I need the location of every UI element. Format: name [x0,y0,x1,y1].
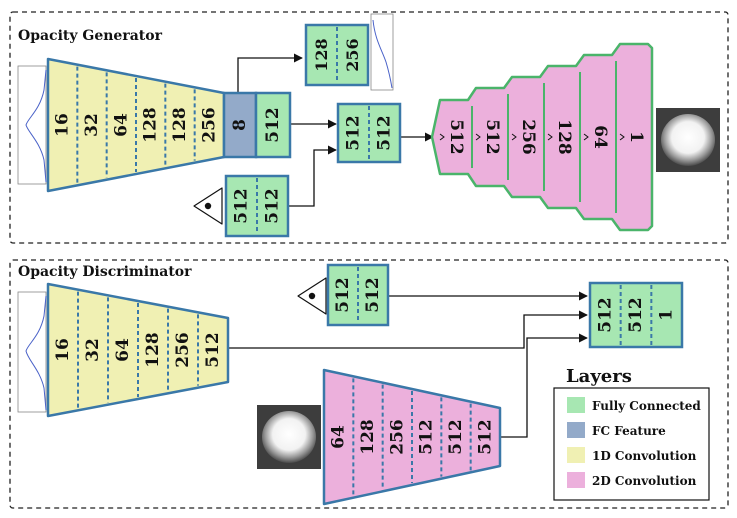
layer-blocks: 16 32 64 128 128 256 8 512 128 256 512 512 512 512 512… [46,23,684,506]
generator-conv2d-decoder-label: 64 [590,125,610,149]
decoder-flow-marker [475,133,481,141]
generator-conv1d-encoder-label: 16 [53,113,73,137]
legend-label-1d-convolution: 1D Convolution [592,449,697,463]
generator-fc-merge-label: 512 [344,115,364,151]
generator-fc-view-label: 512 [232,188,252,224]
legend-swatch-fully-connected [567,397,585,413]
generator-fc-feature-label: 8 [230,119,250,131]
opacity-curve-thumbnail [17,291,47,413]
legend-swatch-fc-feature [567,422,585,438]
generator-fc-after-feature [254,91,292,159]
generator-panel [9,11,729,244]
legend-swatch-2d-convolution [567,472,585,488]
discriminator-conv1d-encoder [46,282,230,418]
discriminator-conv2d-encoder-label: 128 [358,419,378,455]
generator-conv2d-decoder-label: 256 [518,119,538,155]
arrow-conv2d-to-output [500,333,588,438]
decoder-flow-marker [439,133,445,141]
opacity-map-image [656,108,720,172]
discriminator-conv2d-encoder-label: 512 [475,419,495,455]
legend-label-fc-feature: FC Feature [592,424,666,438]
discriminator-conv1d-encoder-label: 128 [143,332,163,368]
generator-conv1d-encoder-label: 256 [199,107,219,143]
arrow-feature-to-branch [237,53,303,92]
discriminator-fc-output [588,281,684,349]
discriminator-conv1d-encoder-label: 64 [113,338,133,362]
legend-label-fully-connected: Fully Connected [592,399,701,413]
generator-conv2d-decoder-label: 1 [626,131,646,143]
discriminator-conv2d-encoder-label: 512 [417,419,437,455]
generator-fc-view-label: 512 [263,188,283,224]
arrow-view-to-merge [288,145,337,207]
discriminator-conv1d-encoder-label: 256 [173,332,193,368]
decoder-flow-marker [511,133,517,141]
discriminator-fc-output-label: 512 [595,297,615,333]
discriminator-conv1d-encoder-label: 512 [203,332,223,368]
discriminator-fc-output-label: 512 [626,297,646,333]
generator-fc-branch-label: 128 [312,38,331,71]
discriminator-conv2d-encoder-label: 512 [446,419,466,455]
decoder-flow-marker [547,133,553,141]
generator-conv1d-encoder-label: 64 [111,113,131,137]
legend-label-2d-convolution: 2D Convolution [592,474,697,488]
arrow-conv1d-to-output [228,310,588,349]
discriminator-conv1d-encoder-label: 32 [83,338,103,362]
generator-fc-merge-label: 512 [375,115,395,151]
discriminator-conv2d-encoder-label: 64 [329,425,349,449]
opacity-curve-thumbnail [370,13,394,91]
discriminator-fc-output-label: 1 [657,309,677,321]
opacity-curve-thumbnail [17,65,47,185]
generator-conv2d-decoder [430,42,654,232]
discriminator-title: Opacity Discriminator [18,264,192,280]
generator-fc-branch-label: 256 [343,38,362,71]
discriminator-fc-view-label: 512 [363,277,383,313]
discriminator-panel [9,259,729,509]
eye-icon [193,187,223,225]
generator-conv2d-decoder-label: 512 [482,119,502,155]
discriminator-fc-view-label: 512 [333,277,353,313]
decoder-flow-marker [619,133,625,141]
legend-title: Layers [566,366,632,387]
opacity-map-image [257,405,321,469]
connectors [228,53,588,438]
decoder-flow-marker [583,133,589,141]
generator-conv2d-decoder-label: 128 [554,119,574,155]
generator-conv1d-encoder-label: 32 [82,113,102,137]
generator-fc-feature [222,91,258,159]
legend-swatch-1d-convolution [567,447,585,463]
generator-title: Opacity Generator [18,28,163,44]
eye-icon [297,277,327,315]
legend: Layers Fully Connected FC Feature 1D Con… [553,366,710,501]
discriminator-conv1d-encoder-label: 16 [53,338,73,362]
discriminator-conv2d-encoder-label: 256 [387,419,407,455]
generator-fc-after-feature-label: 512 [263,107,283,143]
generator-conv1d-encoder-label: 128 [141,107,161,143]
generator-conv1d-encoder-label: 128 [170,107,190,143]
generator-conv2d-decoder-label: 512 [446,119,466,155]
